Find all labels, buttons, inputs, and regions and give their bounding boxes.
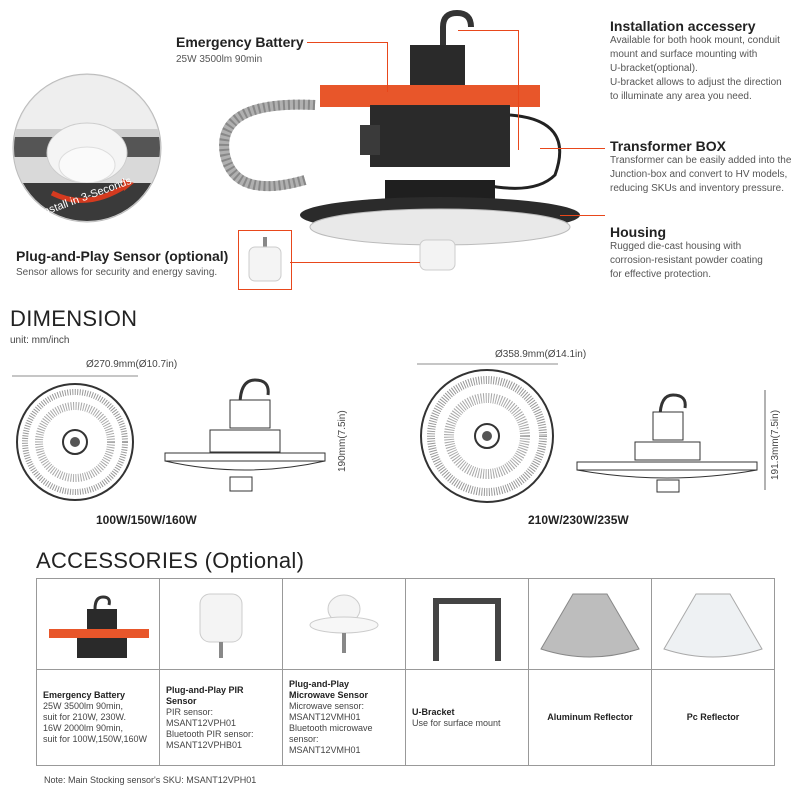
accessory-image-ubracket: [405, 578, 529, 670]
highbay-product-illustration: [219, 9, 580, 271]
leader-emergency: [307, 42, 387, 43]
small-height-label: 190mm(7.5in): [337, 410, 348, 472]
accessory-image-aluminum: [528, 578, 652, 670]
callout-installation-line: mount and surface mounting with: [610, 49, 758, 60]
accessory-line: 16W 2000lm 90min,: [43, 723, 124, 733]
callout-emergency-text: 25W 3500lm 90min: [176, 54, 263, 65]
accessory-name: Emergency Battery: [43, 690, 126, 700]
leader-installation: [458, 30, 518, 31]
accessory-name: Aluminum Reflector: [547, 712, 633, 722]
large-top-view: [417, 363, 558, 503]
callout-installation-line: U-bracket(optional).: [610, 63, 698, 74]
callout-emergency-title: Emergency Battery: [176, 34, 304, 50]
accessory-cell-ubracket: U-Bracket Use for surface mount: [405, 669, 529, 766]
leader-emergency-v: [387, 42, 388, 92]
accessory-cell-aluminum: Aluminum Reflector: [528, 669, 652, 766]
small-top-view: [12, 375, 138, 501]
accessories-title: ACCESSORIES (Optional): [36, 548, 305, 573]
accessories-text-row: Emergency Battery 25W 3500lm 90min, suit…: [36, 669, 775, 766]
small-models-label: 100W/150W/160W: [96, 513, 197, 527]
accessory-name-2: Microwave Sensor: [289, 690, 369, 700]
callout-transformer: Transformer BOX Transformer can be easil…: [610, 138, 800, 196]
large-models-label: 210W/230W/235W: [528, 513, 629, 527]
accessory-line: suit for 210W, 230W.: [43, 712, 127, 722]
callout-emergency: Emergency Battery 25W 3500lm 90min: [176, 34, 316, 67]
callout-transformer-line: reducing SKUs and inventory pressure.: [610, 183, 784, 194]
accessory-line: Bluetooth PIR sensor:: [166, 728, 254, 739]
callout-installation-line: to illuminate any area you need.: [610, 91, 752, 102]
accessory-line: MSANT12VMH01: [289, 745, 361, 755]
callout-housing-line: corrosion-resistant powder coating: [610, 255, 763, 266]
leader-installation-v: [518, 30, 519, 150]
accessory-line: Microwave sensor:: [289, 701, 365, 711]
callout-housing-title: Housing: [610, 224, 666, 240]
accessory-line: suit for 100W,150W,160W: [43, 734, 148, 744]
callout-transformer-line: Transformer can be easily added into the: [610, 155, 792, 166]
accessory-line: MSANT12VMH01: [289, 712, 361, 722]
accessory-name: Pc Reflector: [686, 712, 740, 722]
leader-sensor: [290, 262, 420, 263]
accessory-image-pir: [159, 578, 283, 670]
large-height-label: 191.3mm(7.5in): [770, 409, 781, 480]
callout-installation: Installation accessery Available for bot…: [610, 18, 800, 104]
accessories-image-row: [36, 578, 775, 670]
sensor-install-inset: Install in 3-Seconds: [12, 73, 162, 223]
callout-installation-line: Available for both hook mount, conduit: [610, 35, 780, 46]
callout-installation-title: Installation accessery: [610, 18, 756, 34]
sensor-photo-box: [238, 230, 292, 290]
accessories-table: Emergency Battery 25W 3500lm 90min, suit…: [36, 578, 775, 766]
accessory-name: U-Bracket: [412, 706, 455, 717]
small-side-view: [164, 378, 326, 492]
accessory-image-microwave: [282, 578, 406, 670]
accessory-line: Use for surface mount: [412, 717, 501, 728]
accessory-line: MSANT12VPHB01: [166, 739, 243, 750]
accessory-line: PIR sensor: MSANT12VPH01: [166, 706, 237, 728]
callout-housing: Housing Rugged die-cast housing with cor…: [610, 224, 800, 282]
accessory-cell-emergency: Emergency Battery 25W 3500lm 90min, suit…: [36, 669, 160, 766]
accessory-cell-pc: Pc Reflector: [651, 669, 775, 766]
stocking-note: Note: Main Stocking sensor's SKU: MSANT1…: [44, 775, 257, 785]
accessory-cell-pir: Plug-and-Play PIR Sensor PIR sensor: MSA…: [159, 669, 283, 766]
large-side-view: [576, 390, 766, 493]
accessory-image-emergency: [36, 578, 160, 670]
dimension-title: DIMENSION: [10, 306, 138, 331]
accessory-line: Bluetooth microwave: [289, 723, 373, 733]
accessory-name: Plug-and-Play PIR Sensor: [166, 684, 244, 706]
callout-sensor: Plug-and-Play Sensor (optional) Sensor a…: [16, 248, 256, 280]
accessory-name: Plug-and-Play: [289, 679, 350, 689]
callout-sensor-title: Plug-and-Play Sensor (optional): [16, 248, 229, 264]
callout-transformer-title: Transformer BOX: [610, 138, 726, 154]
leader-housing: [560, 215, 605, 216]
leader-transformer: [540, 148, 605, 149]
callout-installation-line: U-bracket allows to adjust the direction: [610, 77, 782, 88]
accessory-cell-microwave: Plug-and-Play Microwave Sensor Microwave…: [282, 669, 406, 766]
accessory-image-pc: [651, 578, 775, 670]
callout-sensor-text: Sensor allows for security and energy sa…: [16, 267, 218, 278]
callout-housing-line: for effective protection.: [610, 269, 711, 280]
dimension-unit: unit: mm/inch: [10, 335, 70, 346]
accessory-line: sensor:: [289, 734, 319, 744]
callout-transformer-line: Junction-box and convert to HV models,: [610, 169, 788, 180]
small-diameter-label: Ø270.9mm(Ø10.7in): [86, 359, 178, 370]
callout-housing-line: Rugged die-cast housing with: [610, 241, 742, 252]
large-diameter-label: Ø358.9mm(Ø14.1in): [495, 349, 587, 360]
accessory-line: 25W 3500lm 90min,: [43, 701, 124, 711]
